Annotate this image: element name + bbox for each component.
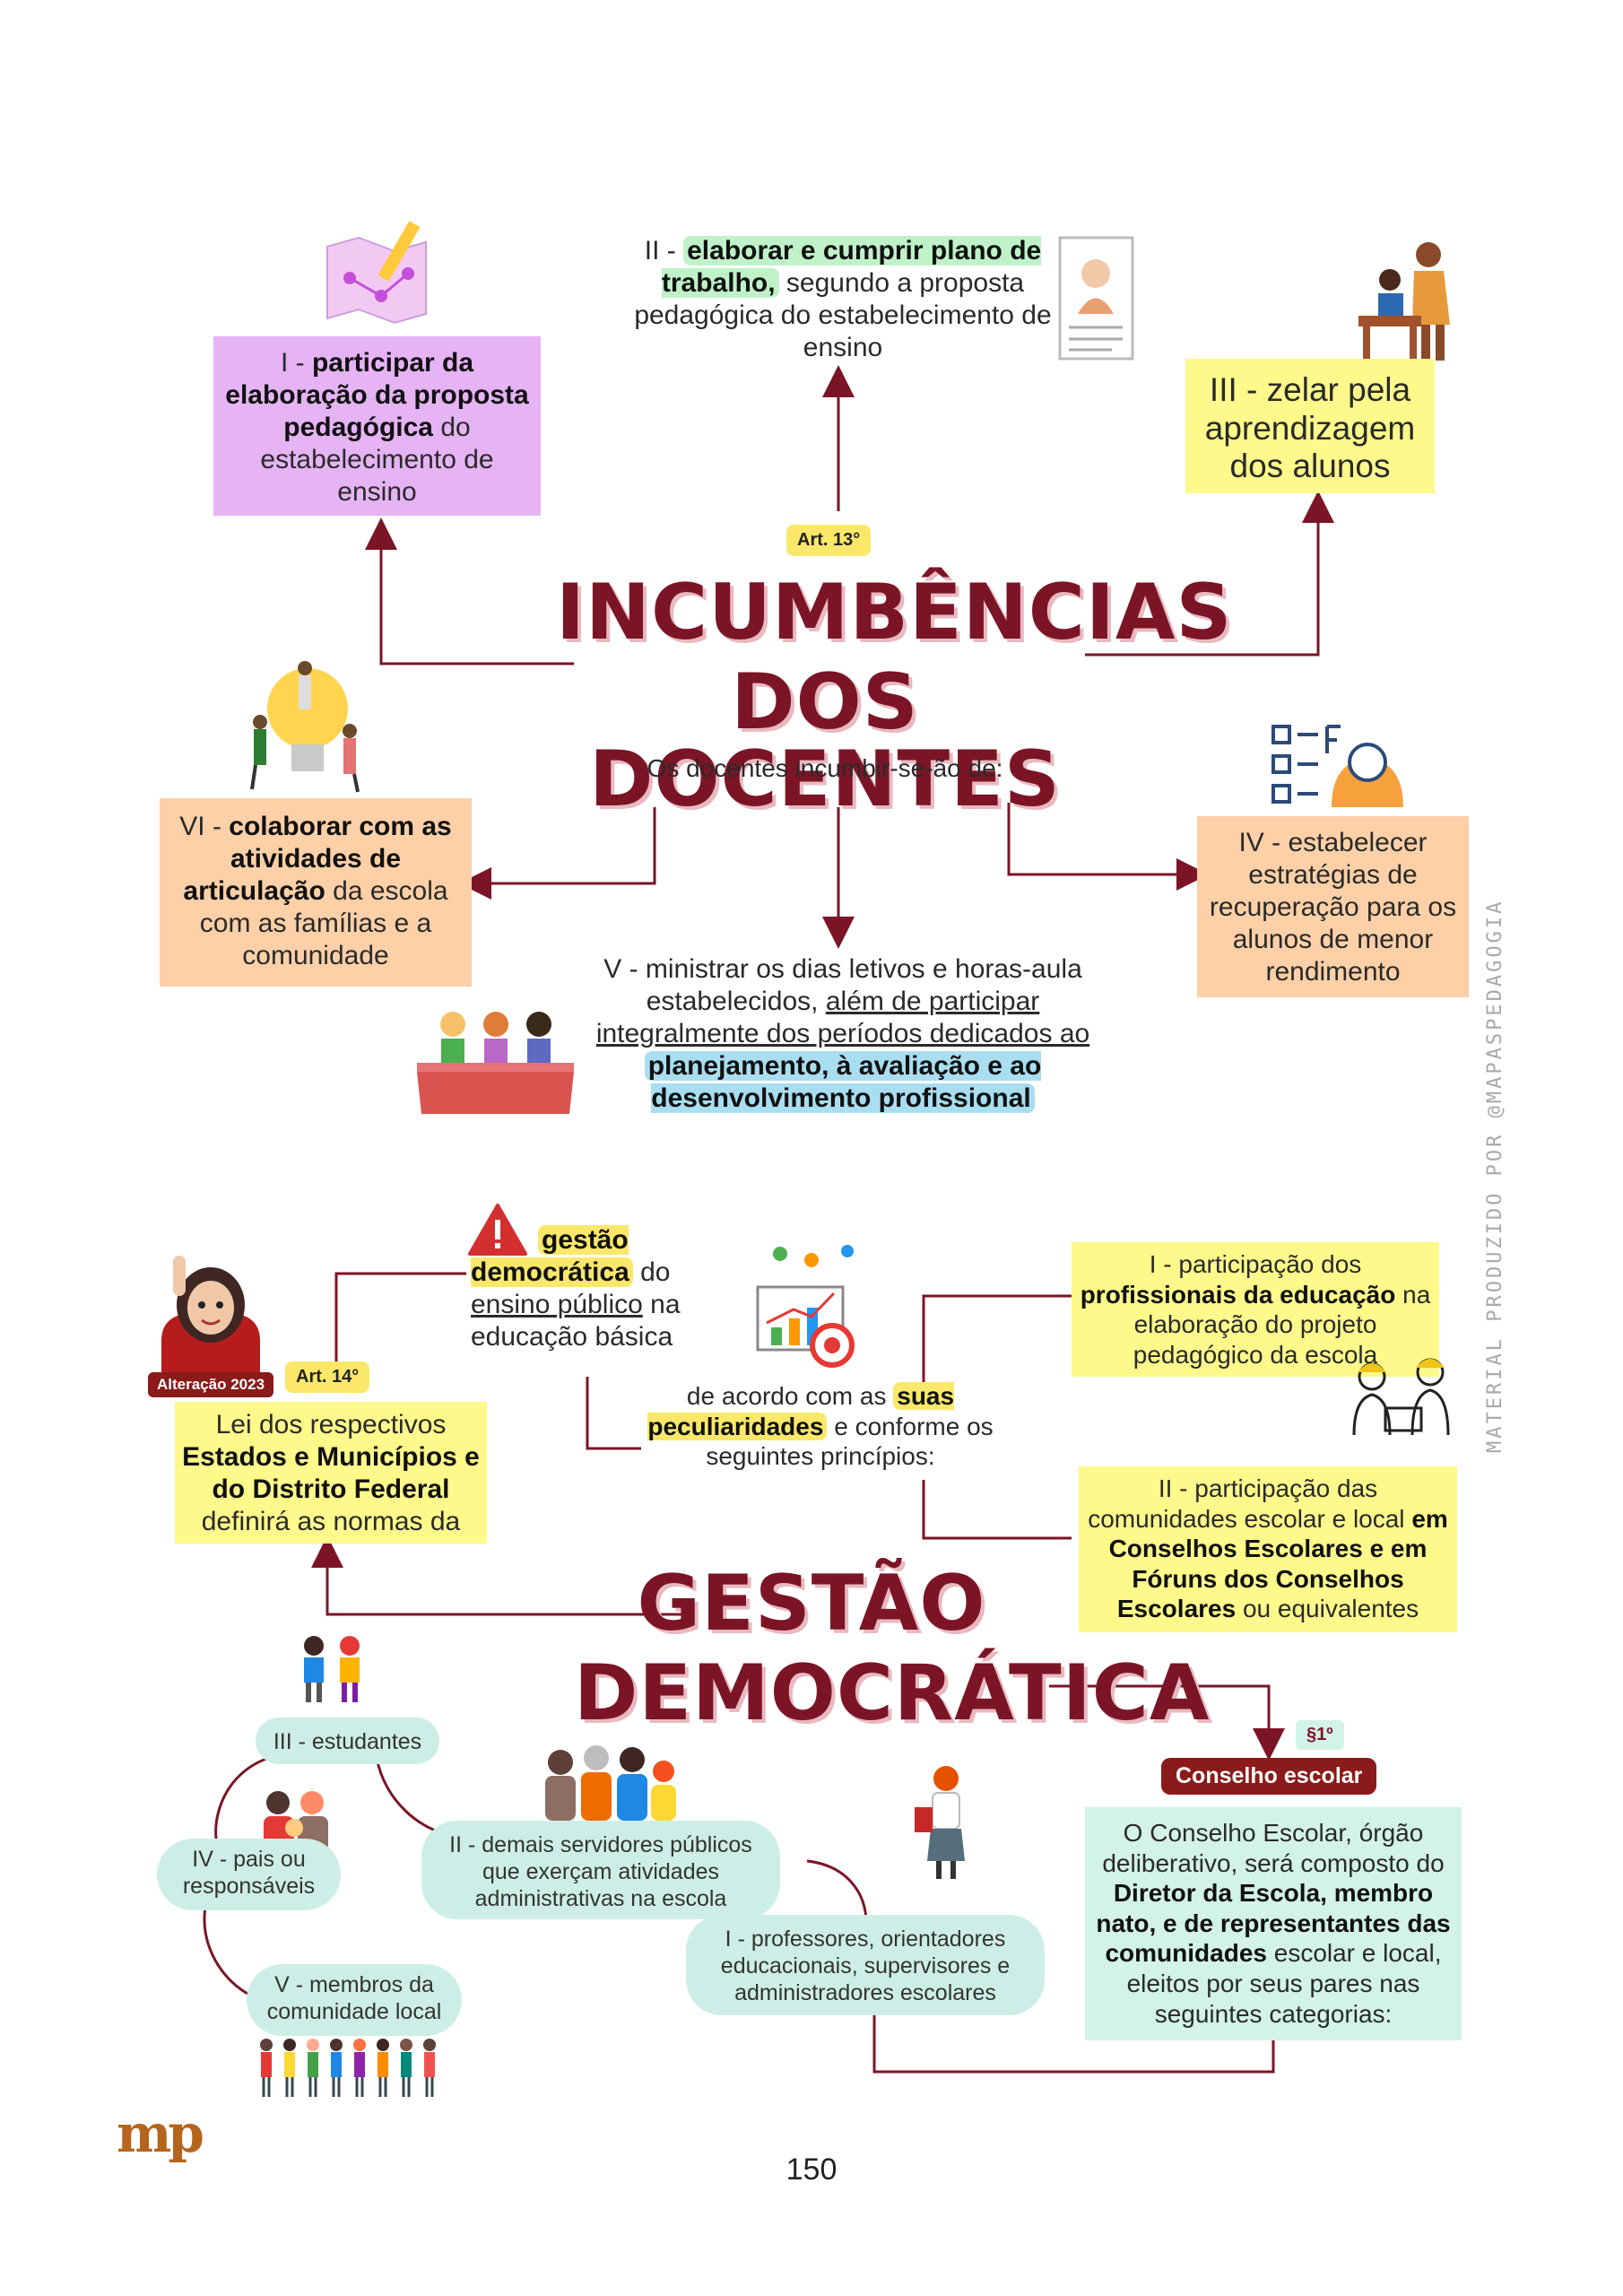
item1-bold: participar da elaboração da proposta ped… <box>225 348 529 442</box>
conselho-pre: O Conselho Escolar, órgão deliberativo, … <box>1102 1819 1445 1877</box>
category-servidores: II - demais servidores públicos que exer… <box>421 1821 780 1919</box>
children-icon <box>291 1632 372 1704</box>
side-credit-text: MATERIAL PRODUZIDO POR @MAPASPEDAGOGIA <box>1484 899 1506 1453</box>
item4-text: IV - estabelecer estratégias de recupera… <box>1209 828 1457 987</box>
checklist-person-icon <box>1269 722 1403 812</box>
item3-box: III - zelar pela aprendizagem dos alunos <box>1185 359 1435 493</box>
gestao-underline: ensino público <box>471 1290 643 1319</box>
principle1-bold: profissionais da educação <box>1080 1280 1396 1309</box>
item1-pre: I - <box>280 348 312 378</box>
law-pre: Lei dos respectivos <box>215 1410 447 1439</box>
principle2-pre: II - participação das comunidades escola… <box>1088 1474 1412 1533</box>
conselho-box: O Conselho Escolar, órgão deliberativo, … <box>1085 1807 1462 2040</box>
student-avatar-icon <box>157 1256 265 1372</box>
item2-pre: II - <box>644 236 684 265</box>
peculiar-pre: de acordo com as <box>686 1382 894 1410</box>
teacher-student-desk-icon <box>1350 235 1462 362</box>
art13-badge: Art. 13° <box>786 525 872 556</box>
incumbencias-title-line1: INCUMBÊNCIAS <box>556 568 1233 657</box>
page-number: 150 <box>785 2152 838 2187</box>
gestao-title-line1: GESTÃO <box>637 1559 986 1648</box>
item6-box: VI - colaborar com as atividades de arti… <box>160 798 472 987</box>
item5-pre: V - ministrar os dias letivos e horas-au… <box>603 954 1082 1016</box>
item6-bold: colaborar com as atividades de articulaç… <box>183 812 452 906</box>
art14-badge: Art. 14° <box>285 1361 370 1393</box>
law-post: definirá as normas da <box>201 1507 461 1536</box>
alteration-badge: Alteração 2023 <box>148 1372 274 1397</box>
item1-box: I - participar da elaboração da proposta… <box>213 336 541 516</box>
roadmap-pencil-icon <box>323 220 435 327</box>
item2-post: segundo a proposta pedagógica do estabel… <box>634 268 1052 362</box>
item2-text: II - elaborar e cumprir plano de trabalh… <box>632 235 1054 364</box>
warning-triangle-icon <box>466 1202 529 1257</box>
peculiar-text: de acordo com as suas peculiaridades e c… <box>628 1381 1013 1472</box>
item6-post: da escola com as famílias e a comunidade <box>199 876 448 970</box>
category-pais: IV - pais ou responsáveis <box>157 1839 341 1910</box>
item4-box: IV - estabelecer estratégias de recupera… <box>1197 816 1469 997</box>
law-bold: Estados e Municípios e do Distrito Feder… <box>182 1442 480 1504</box>
principle2-box: II - participação das comunidades escola… <box>1079 1466 1457 1632</box>
item5-text: V - ministrar os dias letivos e horas-au… <box>574 953 1112 1115</box>
peculiar-post: e conforme os seguintes princípios: <box>706 1412 994 1471</box>
incumbencias-title-line2: DOS DOCENTES <box>589 657 1061 824</box>
logo: mp <box>117 2103 204 2164</box>
presentation-chart-target-icon <box>753 1238 870 1372</box>
team-lightbulb-puzzle-icon <box>238 659 372 794</box>
item5-underline: além de participar integralmente dos per… <box>595 987 1090 1048</box>
gestao-title-line2: DEMOCRÁTICA <box>574 1648 1211 1738</box>
teachers-collaboration-icon <box>1345 1345 1462 1444</box>
conselho-badge: Conselho escolar <box>1161 1758 1377 1795</box>
staff-group-icon <box>529 1740 681 1821</box>
paragraph-badge: §1º <box>1296 1720 1344 1750</box>
teachers-meeting-table-icon <box>412 1004 578 1117</box>
item1-post: do estabelecimento de ensino <box>260 413 494 507</box>
item3-text: III - zelar pela aprendizagem dos alunos <box>1204 371 1416 485</box>
community-people-icon <box>256 2036 444 2099</box>
teacher-board-icon <box>1058 233 1134 363</box>
principle2-bold: em Conselhos Escolares e em Fóruns dos C… <box>1108 1504 1448 1623</box>
item5-bold: planejamento, à avaliação e ao desenvolv… <box>644 1051 1042 1113</box>
principle1-pre: I - participação dos <box>1149 1250 1362 1278</box>
principle1-box: I - participação dos profissionais da ed… <box>1072 1242 1439 1377</box>
conselho-bold: Diretor da Escola, membro nato, e de rep… <box>1096 1879 1451 1968</box>
item6-pre: VI - <box>179 812 230 841</box>
category-professores: I - professores, orientadores educaciona… <box>686 1915 1045 2015</box>
conselho-post: escolar e local, eleitos por seus pares … <box>1126 1939 1442 2028</box>
category-estudantes: III - estudantes <box>256 1718 439 1764</box>
gestao-mid: do <box>632 1257 671 1287</box>
law-box: Lei dos respectivos Estados e Municípios… <box>175 1402 487 1544</box>
gestao-bold: gestão democrática <box>471 1225 633 1287</box>
teacher-woman-icon <box>915 1762 977 1879</box>
principle1-post: na elaboração do projeto pedagógico da e… <box>1133 1280 1431 1369</box>
section1-subtitle: Os docentes incumbir-se-ão de: <box>647 754 1003 782</box>
principle2-post: ou equivalentes <box>1236 1595 1419 1623</box>
category-comunidade: V - membros da comunidade local <box>247 1964 462 2036</box>
gestao-text: gestão democrática do ensino público na … <box>471 1224 722 1353</box>
gestao-post: na educação básica <box>471 1290 681 1352</box>
